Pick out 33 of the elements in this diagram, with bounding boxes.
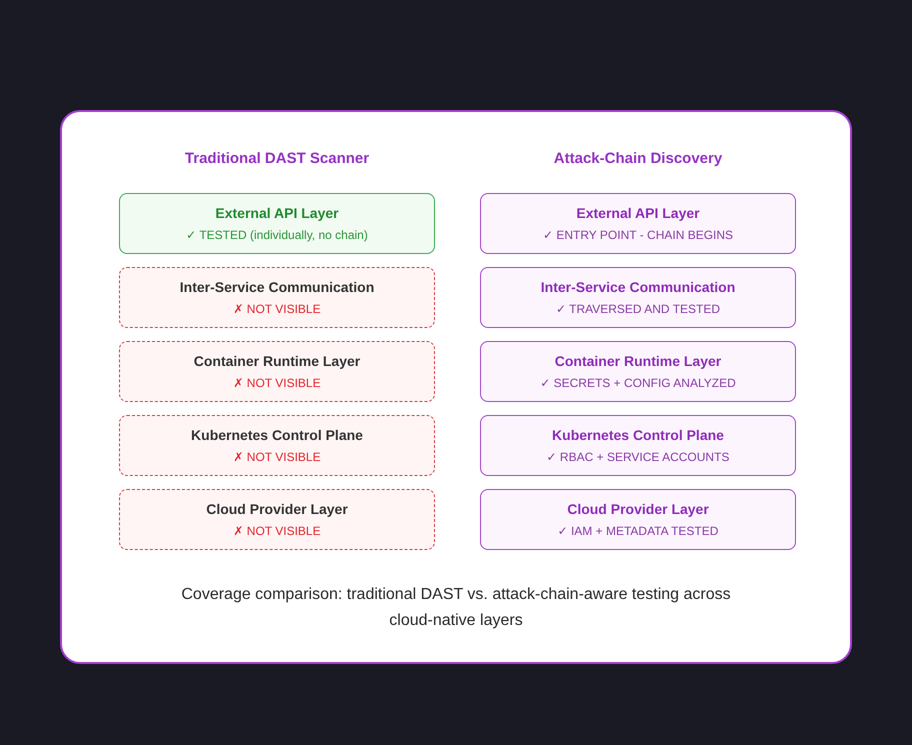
column-heading: Attack-Chain Discovery [554,150,722,167]
layer-title: Inter-Service Communication [180,278,374,296]
status-text: ✓ ENTRY POINT - CHAIN BEGINS [542,228,734,242]
status-text: ✗ NOT VISIBLE [233,450,321,464]
status-text: ✓ TRAVERSED AND TESTED [556,302,720,316]
layer-title: Cloud Provider Layer [567,500,709,518]
layer-box [119,341,435,402]
status-text: ✓ TESTED (individually, no chain) [186,228,368,242]
layer-title: External API Layer [215,204,339,222]
status-text: ✗ NOT VISIBLE [233,302,321,316]
status-text: ✗ NOT VISIBLE [233,524,321,538]
layer-title: External API Layer [576,204,700,222]
layer-box [119,489,435,550]
layer-title: Cloud Provider Layer [206,500,348,518]
status-text: ✗ NOT VISIBLE [233,376,321,390]
layer-box [119,267,435,328]
layer-box [480,415,796,476]
layer-box [119,193,435,254]
column-heading: Traditional DAST Scanner [184,150,370,167]
layer-box [480,489,796,550]
layer-box [480,341,796,402]
layer-title: Container Runtime Layer [554,352,722,370]
status-text: ✓ RBAC + SERVICE ACCOUNTS [546,450,730,464]
layer-box [119,415,435,476]
status-text: ✓ IAM + METADATA TESTED [558,524,718,538]
layer-title: Inter-Service Communication [540,278,736,296]
layer-box [480,193,796,254]
status-text: ✓ SECRETS + CONFIG ANALYZED [540,376,736,390]
layer-box [480,267,796,328]
caption: Coverage comparison: traditional DAST vs. attack-chain-aware testing across cloud-native layers [180,585,732,631]
layer-title: Kubernetes Control Plane [191,426,363,444]
layer-title: Container Runtime Layer [194,352,360,370]
layer-title: Kubernetes Control Plane [552,426,724,444]
